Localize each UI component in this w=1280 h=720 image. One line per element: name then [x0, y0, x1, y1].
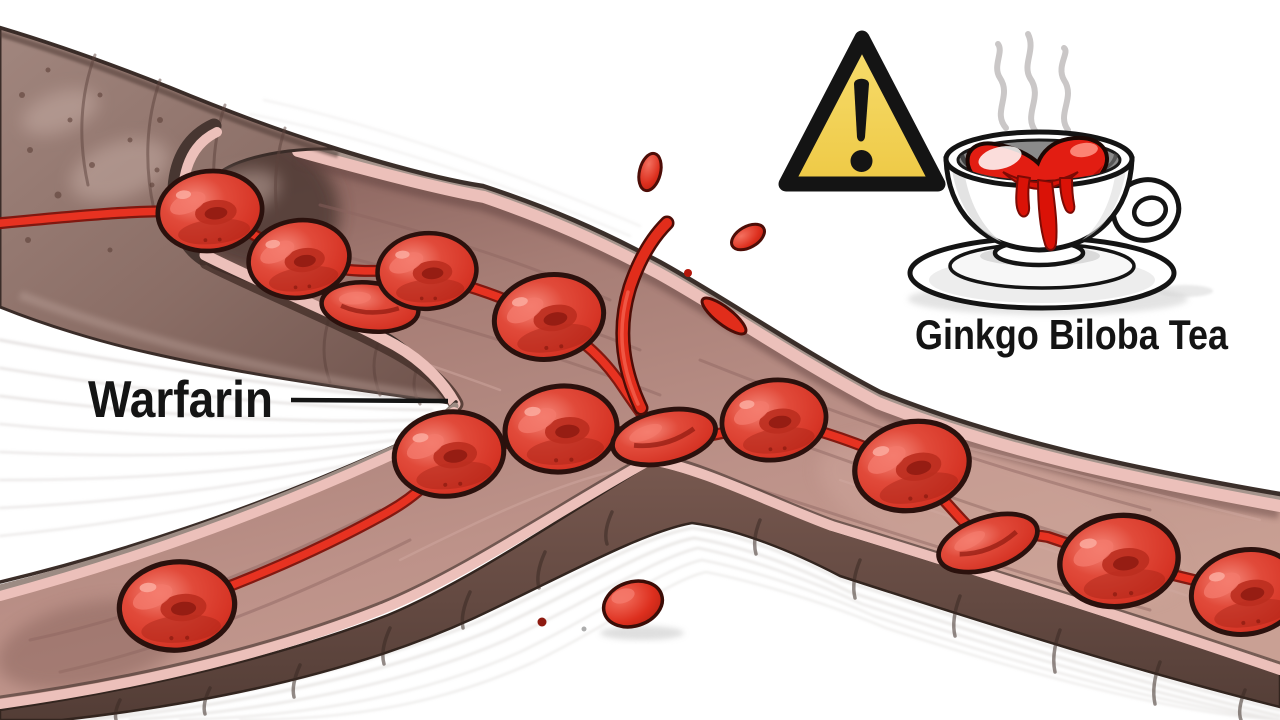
bottom-wall-ridges	[113, 510, 1247, 720]
exclamation-mark	[854, 78, 869, 142]
warfarin-pointer-line	[290, 397, 449, 404]
fallen-droplet	[537, 579, 684, 640]
vessel-bottom-wall	[0, 462, 1280, 720]
teacup-heart-icon	[907, 31, 1213, 315]
warning-triangle-icon	[778, 30, 946, 192]
blood-droplet	[581, 626, 587, 632]
red-blood-cells	[116, 166, 1280, 655]
blood-vessel	[0, 25, 1280, 720]
warfarin-label: Warfarin	[88, 371, 273, 429]
blood-squirt	[615, 151, 766, 416]
steam-icon	[994, 31, 1071, 135]
blood-droplet	[684, 269, 692, 277]
warfarin-label-group: Warfarin	[88, 371, 449, 429]
blood-droplet	[537, 617, 547, 627]
blood-drips	[1015, 175, 1076, 251]
blood-droplet	[730, 222, 766, 252]
ginkgo-tea-label: Ginkgo Biloba Tea	[915, 311, 1229, 358]
blood-droplet	[637, 151, 663, 193]
cup-handle	[1110, 177, 1182, 243]
blood-droplet	[700, 296, 748, 336]
